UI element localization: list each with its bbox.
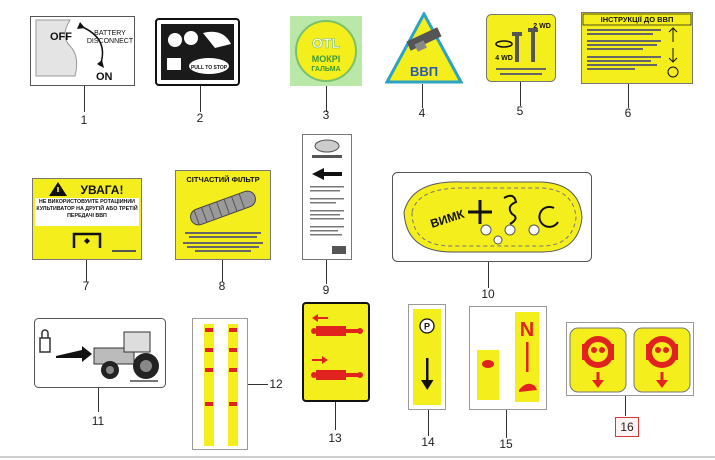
decal-10-switch-panel[interactable]: ВИМК [392, 172, 592, 262]
pull-to-stop-text: PULL TO STOP [191, 65, 228, 71]
decal-8-mesh-filter[interactable]: СІТЧАСТИЙ ФІЛЬТР [175, 170, 271, 260]
callout-8: 8 [218, 279, 226, 293]
otl-brand: ОТL [312, 35, 340, 51]
drive-mode-icon: 4 WD 2 WD [486, 14, 556, 82]
pto-label: ВВП [410, 64, 438, 79]
callout-6: 6 [624, 106, 632, 120]
mesh-filter-title: СІТЧАСТИЙ ФІЛЬТР [186, 175, 259, 184]
callout-11: 11 [91, 414, 105, 428]
bottom-divider [0, 456, 715, 458]
wet-text: МОКРІ [312, 54, 341, 64]
callout-3: 3 [322, 108, 330, 122]
wet-brakes-icon: ОТL МОКРІ ГАЛЬМА [290, 16, 362, 86]
callout-12: 12 [269, 377, 283, 391]
callout-9: 9 [322, 283, 330, 297]
parking-p-label: P [424, 322, 430, 332]
2wd-label: 2 WD [533, 23, 551, 30]
decal-15-neutral-speed[interactable]: N [469, 306, 547, 410]
warning-title: УВАГА! [81, 183, 124, 197]
decal-11-tractor[interactable] [34, 318, 166, 388]
decal-7-warning[interactable]: УВАГА! НЕ ВИКОРИСТОВУЙТЕ РОТАЦІЙНИЙ КУЛЬ… [32, 178, 142, 260]
callout-2: 2 [196, 111, 204, 125]
hydraulic-couplers-icon [566, 322, 694, 396]
pull-to-stop-icon: PULL TO STOP [155, 18, 240, 86]
decal-3-wet-brakes[interactable]: ОТL МОКРІ ГАЛЬМА [290, 16, 362, 86]
warning-body: НЕ ВИКОРИСТОВУЙТЕ РОТАЦІЙНИЙ КУЛЬТИВАТОР… [36, 199, 138, 220]
brakes-text: ГАЛЬМА [311, 66, 340, 73]
decal-5-4wd-2wd[interactable]: 4 WD 2 WD [486, 14, 556, 82]
decal-6-pto-instructions[interactable]: ІНСТРУКЦІЇ ДО ВВП [581, 12, 693, 84]
hydraulic-cylinders-icon [302, 302, 370, 402]
4wd-label: 4 WD [495, 55, 513, 62]
callout-1: 1 [80, 113, 88, 127]
strips-icon [192, 318, 248, 450]
decal-13-hydraulic-cylinders[interactable] [302, 302, 370, 402]
battery-text: BATTERY [94, 30, 126, 37]
parking-brake-icon: P [408, 304, 446, 410]
pto-instructions-icon: ІНСТРУКЦІЇ ДО ВВП [581, 12, 693, 84]
battery-disconnect-icon: OFF BATTERY DISCONNECT ON [30, 16, 135, 86]
on-label: ON [96, 71, 113, 83]
decal-1-battery-disconnect[interactable]: OFF BATTERY DISCONNECT ON [30, 16, 135, 86]
instructions-title: ІНСТРУКЦІЇ ДО ВВП [601, 15, 674, 24]
callout-5: 5 [516, 104, 524, 118]
callout-15: 15 [499, 437, 513, 451]
decal-2-pull-to-stop[interactable]: PULL TO STOP [155, 18, 240, 86]
callout-4: 4 [418, 106, 426, 120]
switch-panel-icon: ВИМК [392, 172, 592, 262]
decal-9-service-instructions[interactable] [302, 134, 352, 260]
neutral-speed-icon: N [469, 306, 547, 410]
tractor-icon [34, 318, 166, 388]
pto-warning-triangle-icon: ВВП [384, 10, 464, 84]
decal-14-parking[interactable]: P [408, 304, 446, 410]
callout-14: 14 [421, 435, 435, 449]
service-instructions-icon [302, 134, 352, 260]
callout-16-highlighted[interactable]: 16 [615, 417, 639, 437]
neutral-n-label: N [520, 319, 534, 341]
mesh-filter-icon: СІТЧАСТИЙ ФІЛЬТР [175, 170, 271, 260]
callout-10: 10 [481, 287, 495, 301]
decal-12-strips[interactable] [192, 318, 248, 450]
warning-decal-icon: УВАГА! НЕ ВИКОРИСТОВУЙТЕ РОТАЦІЙНИЙ КУЛЬ… [32, 178, 142, 260]
callout-7: 7 [82, 279, 90, 293]
callout-13: 13 [328, 431, 342, 445]
decal-16-hydraulic-couplers[interactable] [566, 322, 694, 396]
off-label: OFF [50, 31, 72, 43]
disconnect-text: DISCONNECT [87, 38, 134, 45]
decal-4-pto-triangle[interactable]: ВВП [384, 10, 464, 84]
